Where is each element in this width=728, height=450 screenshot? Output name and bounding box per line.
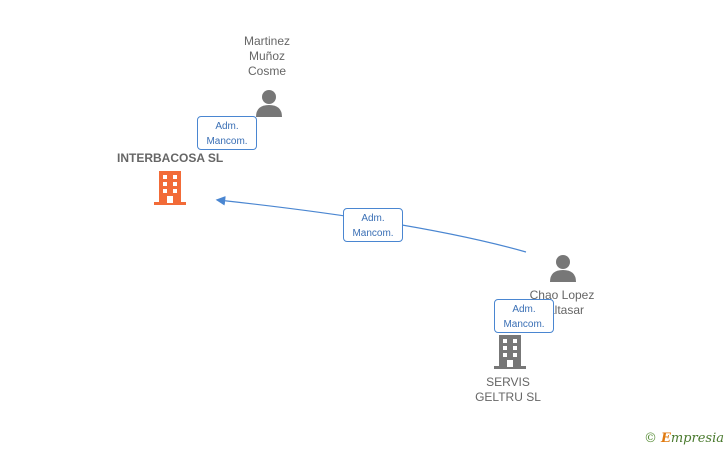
person-icon[interactable] [254,88,284,118]
brand-name: mpresia [670,431,724,446]
building-icon[interactable] [154,171,186,205]
edge-label-chao-interbacosa[interactable]: Adm. Mancom. [343,208,403,242]
building-icon[interactable] [494,335,526,369]
person-icon[interactable] [548,253,578,283]
brand-initial: E [660,431,671,446]
company-servis-label: SERVIS GELTRU SL [475,375,541,404]
empresia-watermark: ©Empresia [644,431,724,446]
copyright-symbol: © [643,431,657,446]
company-interbacosa-label: INTERBACOSA SL [117,151,224,165]
edge-label-chao-servis[interactable]: Adm. Mancom. [494,299,554,333]
person-chao-label: Chao Lopez Baltasar [529,288,595,317]
person-martinez-label: Martinez Muñoz Cosme [243,34,290,78]
edge-label-martinez-interbacosa[interactable]: Adm. Mancom. [197,116,257,150]
